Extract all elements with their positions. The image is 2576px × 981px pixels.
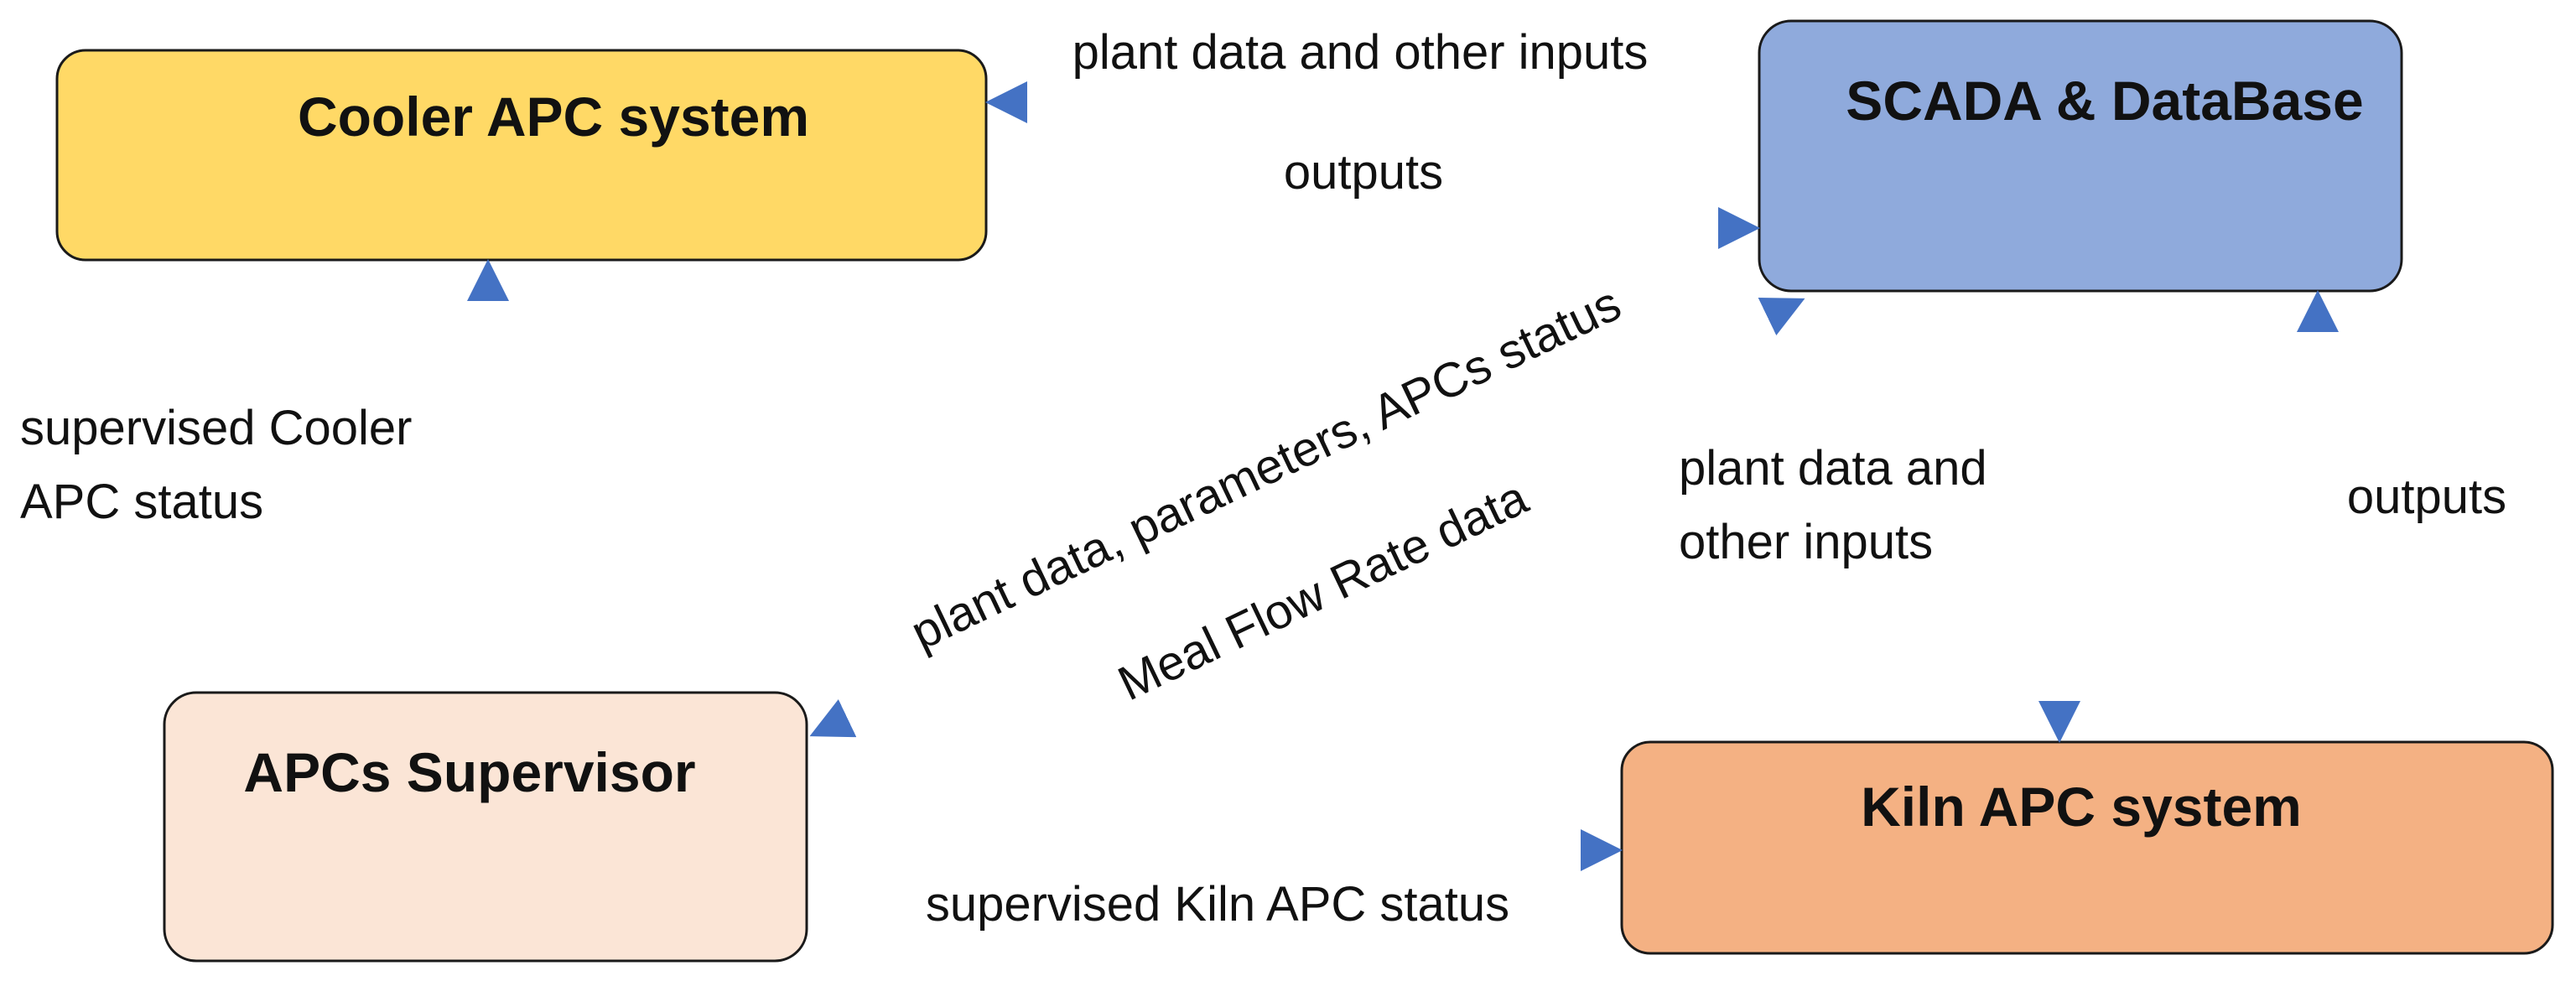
apcs-supervisor-node[interactable]: APCs Supervisor [163,691,808,963]
cooler-apc-box [55,49,988,262]
kiln-apc-node[interactable]: Kiln APC system [1620,740,2554,955]
label-supervisor-to-cooler-line1: supervised Cooler [20,401,412,455]
label-supervisor-to-cooler-line2: APC status [20,475,263,529]
kiln-apc-label: Kiln APC system [1861,776,2302,838]
label-supervisor-to-kiln: supervised Kiln APC status [926,877,1509,932]
label-scada-to-kiln: plant data and other inputs [1679,441,2001,569]
cooler-apc-label: Cooler APC system [298,86,809,148]
arrow-scada-to-supervisor [809,699,857,738]
label-cooler-to-scada: outputs [1284,145,1443,200]
label-supervisor-to-cooler: supervised Cooler APC status [20,401,426,529]
apcs-supervisor-box [163,691,808,963]
kiln-apc-box [1620,740,2554,955]
label-kiln-to-scada: outputs [2347,470,2506,524]
apcs-supervisor-label: APCs Supervisor [243,741,695,803]
label-scada-to-kiln-line2: other inputs [1679,515,1933,569]
cooler-apc-node[interactable]: Cooler APC system [55,49,988,262]
arrow-supervisor-to-scada [1758,297,1805,336]
scada-database-label: SCADA & DataBase [1846,70,2363,132]
label-scada-to-cooler: plant data and other inputs [1072,25,1649,80]
scada-database-box [1758,19,2403,293]
scada-database-node[interactable]: SCADA & DataBase [1758,19,2403,293]
label-scada-to-kiln-line1: plant data and [1679,441,1987,496]
